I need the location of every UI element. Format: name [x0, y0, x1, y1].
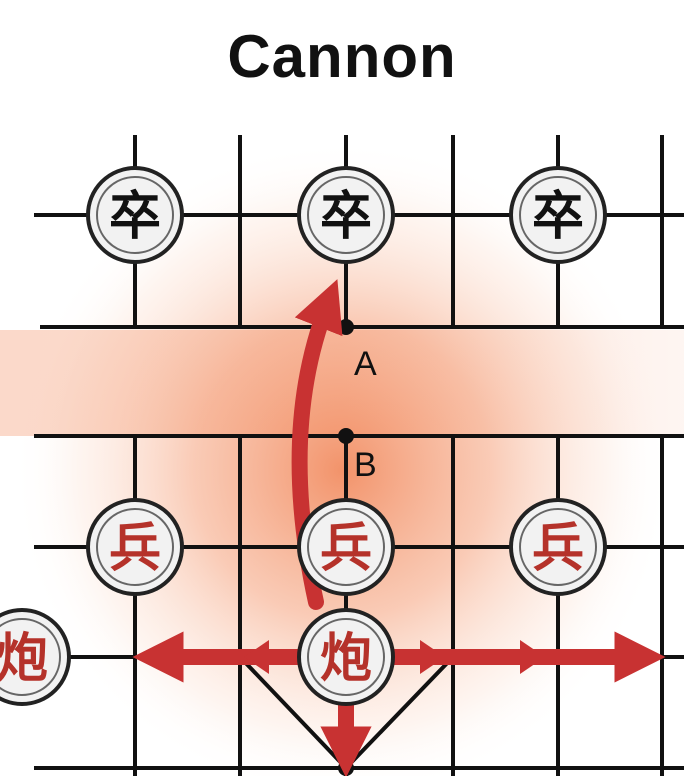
red-soldier-3[interactable]: 兵	[509, 498, 607, 596]
black-soldier-3-glyph: 卒	[532, 187, 584, 247]
black-soldier-1-glyph: 卒	[109, 187, 161, 247]
point-a-dot	[338, 319, 354, 335]
black-soldier-3[interactable]: 卒	[509, 166, 607, 264]
red-cannon[interactable]: 炮	[297, 608, 395, 706]
red-soldier-1[interactable]: 兵	[86, 498, 184, 596]
arrow-chevrons	[244, 640, 545, 674]
diagram-title: Cannon	[227, 23, 457, 90]
red-cannon-edge-glyph: 炮	[0, 629, 48, 689]
black-soldier-2[interactable]: 卒	[297, 166, 395, 264]
point-b-label: B	[354, 446, 377, 484]
river-band	[0, 330, 684, 436]
red-soldier-2[interactable]: 兵	[297, 498, 395, 596]
red-soldier-3-glyph: 兵	[532, 519, 584, 579]
black-soldier-2-glyph: 卒	[320, 187, 372, 247]
red-cannon-glyph: 炮	[320, 629, 372, 689]
point-a-label: A	[354, 345, 377, 383]
red-soldier-2-glyph: 兵	[320, 519, 372, 579]
black-soldier-1[interactable]: 卒	[86, 166, 184, 264]
bottom-point-dot	[338, 760, 354, 776]
point-b-dot	[338, 428, 354, 444]
red-soldier-1-glyph: 兵	[109, 519, 161, 579]
red-cannon-edge[interactable]: 炮	[0, 608, 71, 706]
